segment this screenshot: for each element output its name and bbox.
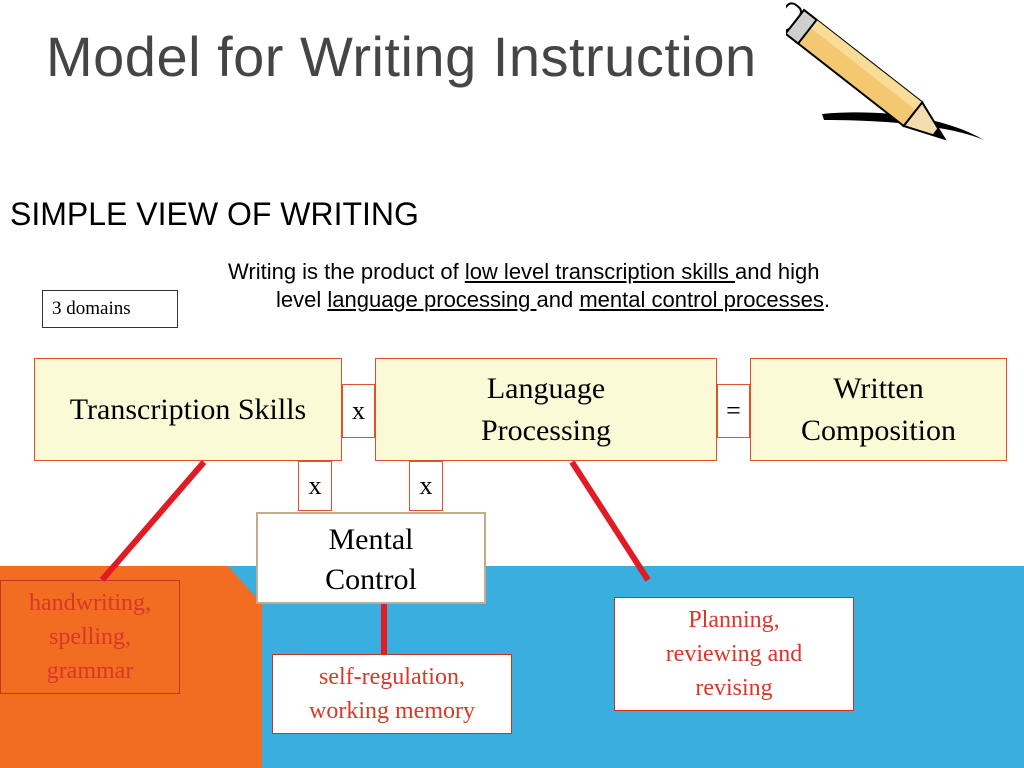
operator-label: x xyxy=(352,396,365,425)
times-operator: x xyxy=(342,384,375,438)
connector-transcription xyxy=(99,460,207,582)
domains-label: 3 domains xyxy=(42,290,178,328)
outcome-label: handwriting, spelling, grammar xyxy=(29,590,151,684)
times-operator-right: x xyxy=(409,461,443,511)
language-processing-box: Language Processing xyxy=(375,358,717,461)
operator-label: x xyxy=(419,471,433,500)
outcome-label: Planning, reviewing and revising xyxy=(665,607,803,701)
box-label: Written Composition xyxy=(800,371,957,447)
section-heading: SIMPLE VIEW OF WRITING xyxy=(10,196,419,232)
outcome-label: self-regulation, working memory xyxy=(309,664,475,724)
written-composition-box: Written Composition xyxy=(750,358,1007,461)
transcription-skills-box: Transcription Skills xyxy=(34,358,342,461)
page-title: Model for Writing Instruction xyxy=(46,25,757,88)
definition-line-2: level language processing and mental con… xyxy=(228,286,988,314)
definition-line-1: Writing is the product of low level tran… xyxy=(228,258,988,286)
connector-language xyxy=(569,460,651,582)
operator-label: = xyxy=(726,396,741,425)
equals-operator: = xyxy=(717,384,750,438)
link-mental-control[interactable]: mental control processes xyxy=(579,287,824,312)
link-transcription-skills[interactable]: low level transcription skills xyxy=(464,259,736,284)
definition-text-part: level xyxy=(276,287,328,312)
handwriting-box: handwriting, spelling, grammar xyxy=(0,580,180,694)
definition-text-part: and xyxy=(536,287,580,312)
self-regulation-box: self-regulation, working memory xyxy=(272,654,512,734)
link-language-processing[interactable]: language processing xyxy=(327,287,537,312)
definition-text: Writing is the product of low level tran… xyxy=(228,258,988,314)
mental-control-box: Mental Control xyxy=(256,512,486,604)
planning-box: Planning, reviewing and revising xyxy=(614,597,854,711)
box-label: Transcription Skills xyxy=(69,392,307,426)
box-label: Language Processing xyxy=(481,371,611,447)
definition-text-part: Writing is the product of xyxy=(228,259,465,284)
box-label: Mental Control xyxy=(325,523,417,596)
definition-text-part: and high xyxy=(735,259,820,284)
times-operator-left: x xyxy=(298,461,332,511)
operator-label: x xyxy=(308,471,322,500)
pencil-icon xyxy=(786,2,984,141)
definition-text-part: . xyxy=(823,287,831,312)
